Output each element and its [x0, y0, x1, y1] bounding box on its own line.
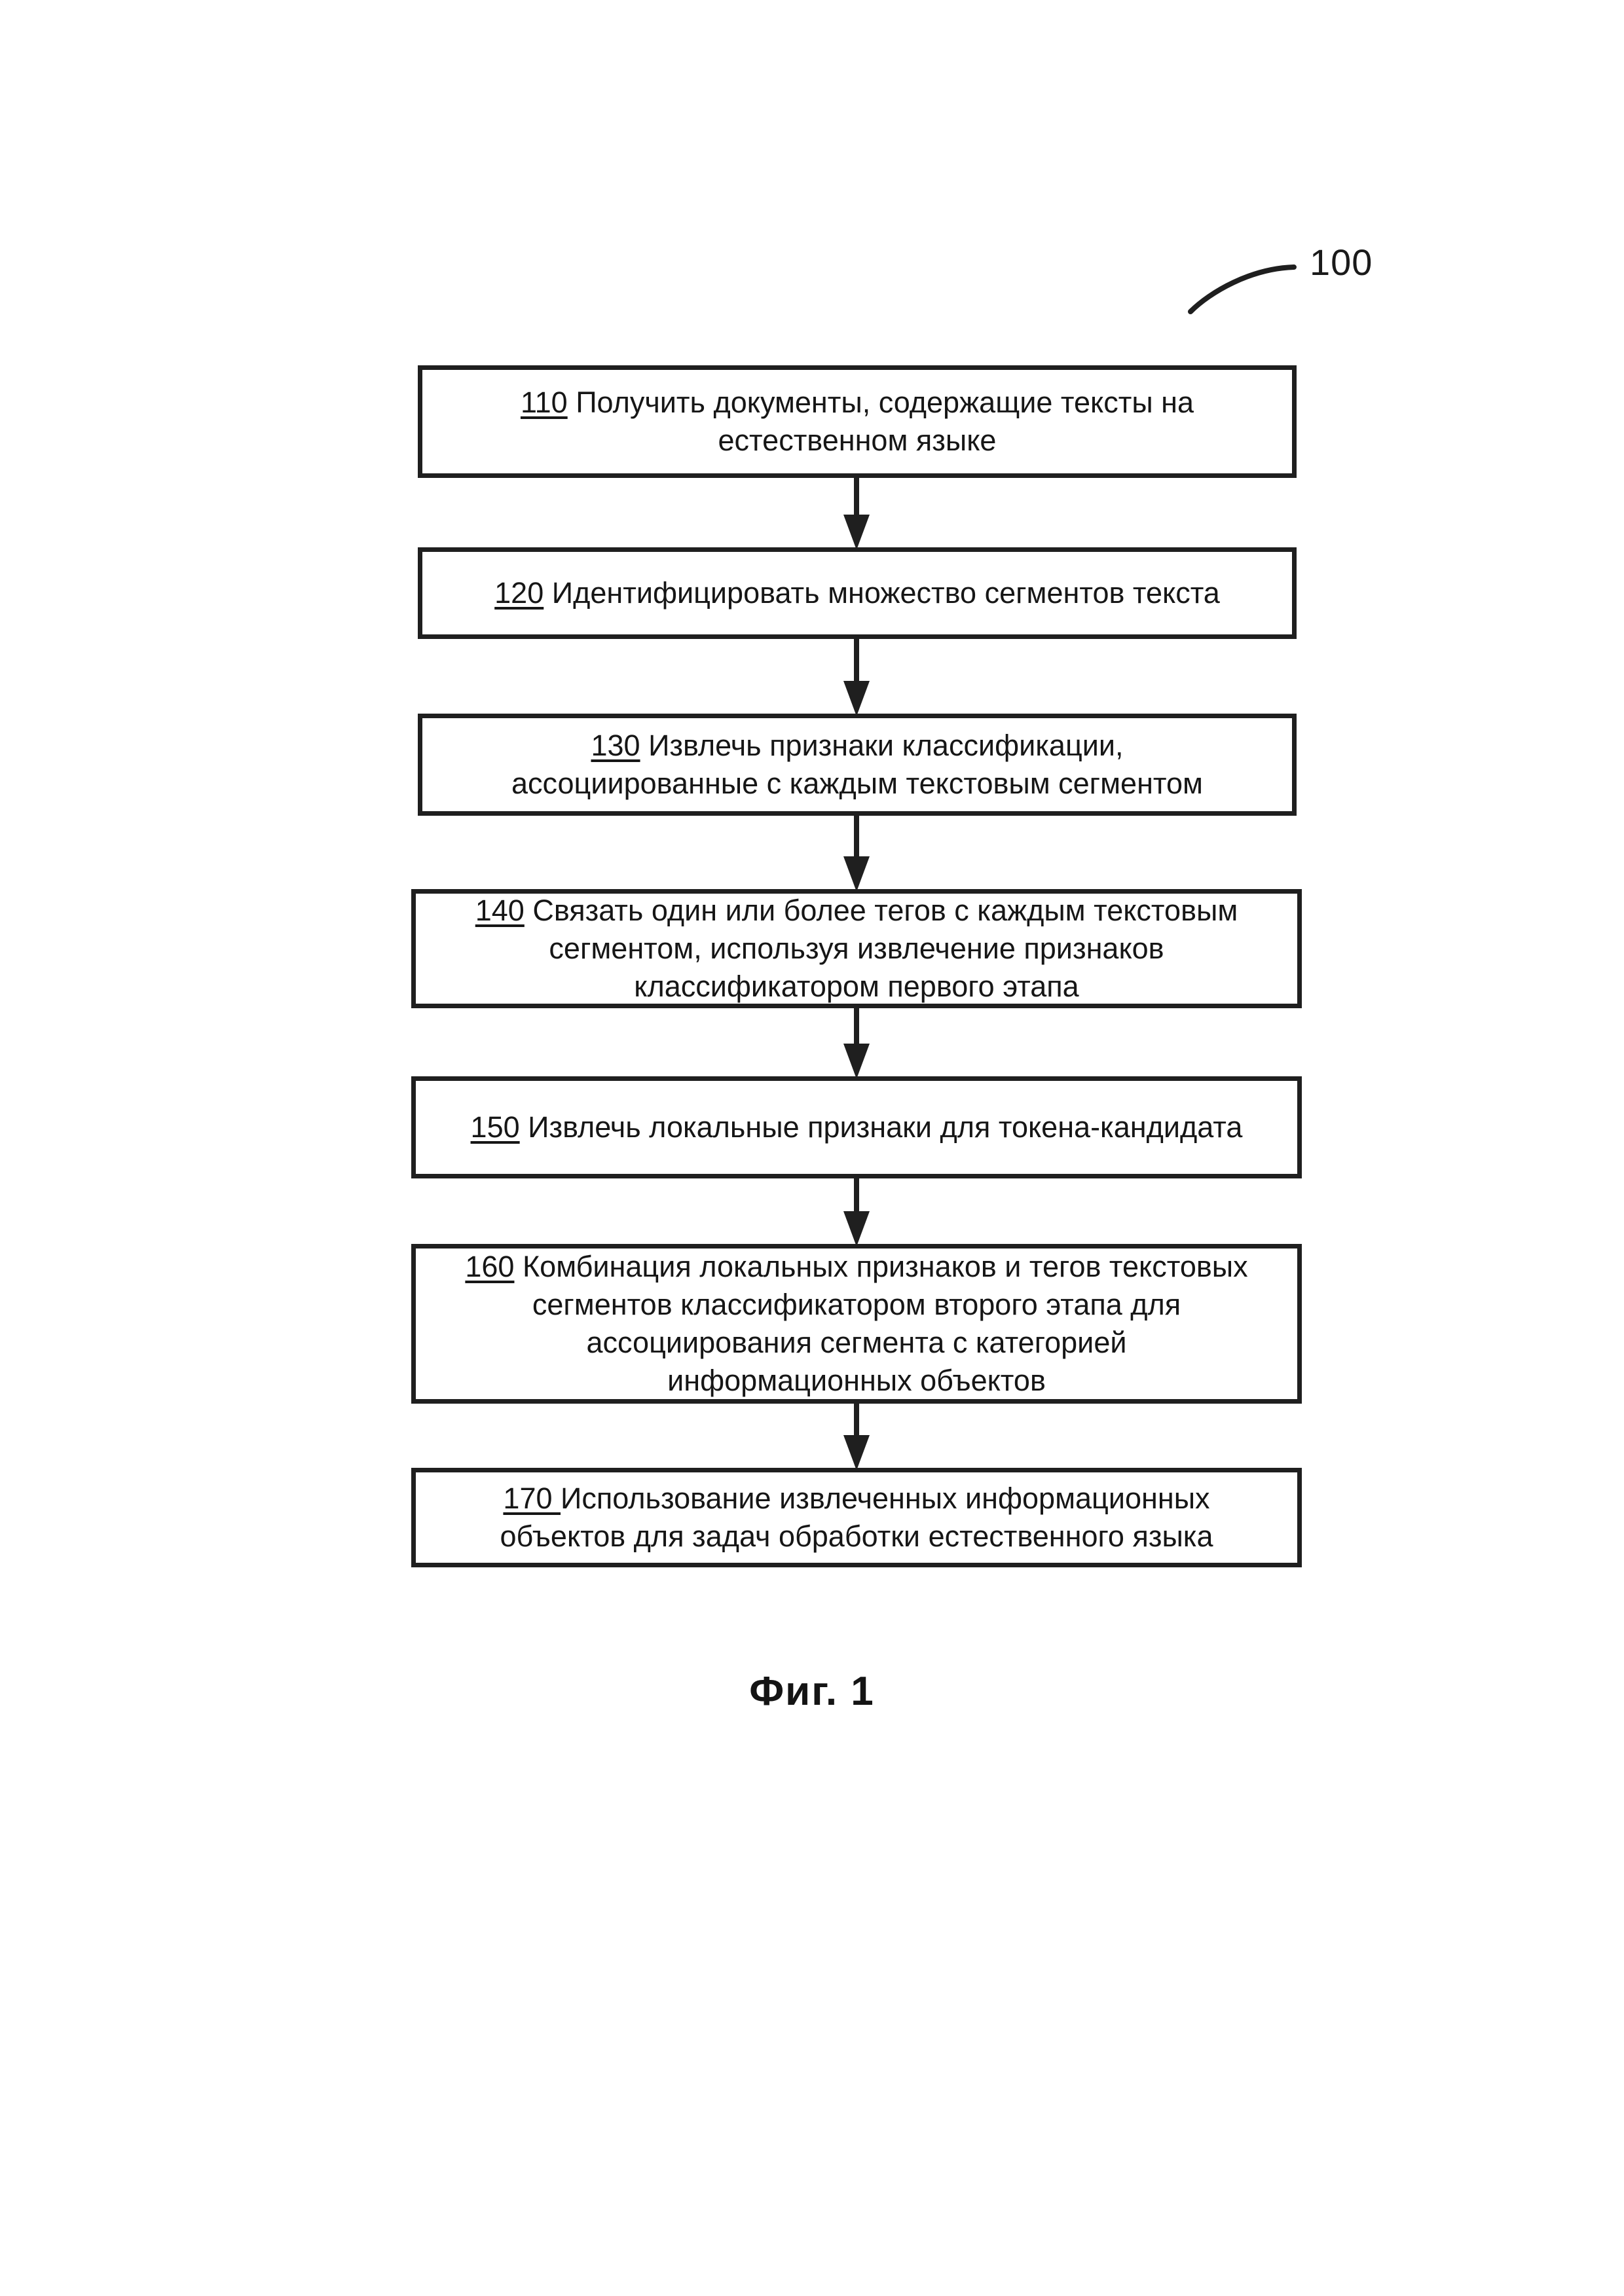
flow-step-120-number: 120 — [494, 576, 544, 610]
arrow-stem — [854, 477, 859, 516]
flow-step-160[interactable]: 160 Комбинация локальных признаков и тег… — [411, 1244, 1302, 1404]
arrow-head-icon — [843, 1044, 870, 1079]
reference-numeral-100: 100 — [1310, 242, 1373, 283]
figure-caption: Фиг. 1 — [749, 1669, 875, 1714]
flow-step-110-number: 110 — [520, 386, 568, 419]
flow-step-150-text: 150 Извлечь локальные признаки для токен… — [454, 1108, 1260, 1146]
flow-step-150-number: 150 — [470, 1110, 520, 1144]
connector-arrow-130-140 — [843, 813, 870, 892]
flow-step-170-text: 170 Использование извлеченных информацио… — [483, 1480, 1230, 1556]
flow-step-170[interactable]: 170 Использование извлеченных информацио… — [411, 1468, 1302, 1567]
connector-arrow-150-160 — [843, 1176, 870, 1247]
flow-step-160-number: 160 — [465, 1250, 515, 1283]
flow-step-120-text: 120 Идентифицировать множество сегментов… — [477, 574, 1237, 612]
flow-step-140-label: Связать один или более тегов с каждым те… — [532, 894, 1238, 1003]
flow-step-170-number: 170 — [503, 1482, 561, 1515]
leader-line-100 — [1188, 264, 1297, 314]
arrow-stem — [854, 1006, 859, 1045]
arrow-head-icon — [843, 856, 870, 892]
connector-arrow-110-120 — [843, 477, 870, 550]
arrow-stem — [854, 636, 859, 682]
arrow-head-icon — [843, 681, 870, 716]
flow-step-160-text: 160 Комбинация локальных признаков и тег… — [448, 1248, 1264, 1400]
arrow-head-icon — [843, 1211, 870, 1247]
arrow-head-icon — [843, 1435, 870, 1470]
flow-step-150[interactable]: 150 Извлечь локальные признаки для токен… — [411, 1076, 1302, 1178]
flow-step-110-label: Получить документы, содержащие тексты на… — [576, 386, 1194, 457]
connector-arrow-120-130 — [843, 636, 870, 716]
flow-step-160-label: Комбинация локальных признаков и тегов т… — [522, 1250, 1248, 1397]
arrow-head-icon — [843, 515, 870, 550]
flow-step-130-text: 130 Извлечь признаки классификации, ассо… — [494, 727, 1220, 803]
arrow-stem — [854, 1401, 859, 1436]
flow-step-110[interactable]: 110 Получить документы, содержащие текст… — [418, 365, 1297, 478]
flow-step-110-text: 110 Получить документы, содержащие текст… — [504, 384, 1211, 460]
arrow-stem — [854, 813, 859, 858]
arrow-stem — [854, 1176, 859, 1212]
flow-step-130-label: Извлечь признаки классификации, ассоциир… — [511, 729, 1203, 800]
flow-step-130[interactable]: 130 Извлечь признаки классификации, ассо… — [418, 714, 1297, 816]
flow-step-140[interactable]: 140 Связать один или более тегов с кажды… — [411, 889, 1302, 1008]
flow-step-140-number: 140 — [475, 894, 525, 927]
flow-step-150-label: Извлечь локальные признаки для токена-ка… — [519, 1110, 1243, 1144]
flow-step-120[interactable]: 120 Идентифицировать множество сегментов… — [418, 547, 1297, 639]
connector-arrow-140-150 — [843, 1006, 870, 1079]
flow-step-170-label: Использование извлеченных информационных… — [500, 1482, 1213, 1553]
connector-arrow-160-170 — [843, 1401, 870, 1470]
flow-step-120-label: Идентифицировать множество сегментов тек… — [544, 576, 1220, 610]
flow-step-130-number: 130 — [591, 729, 640, 762]
flow-step-140-text: 140 Связать один или более тегов с кажды… — [458, 892, 1255, 1006]
